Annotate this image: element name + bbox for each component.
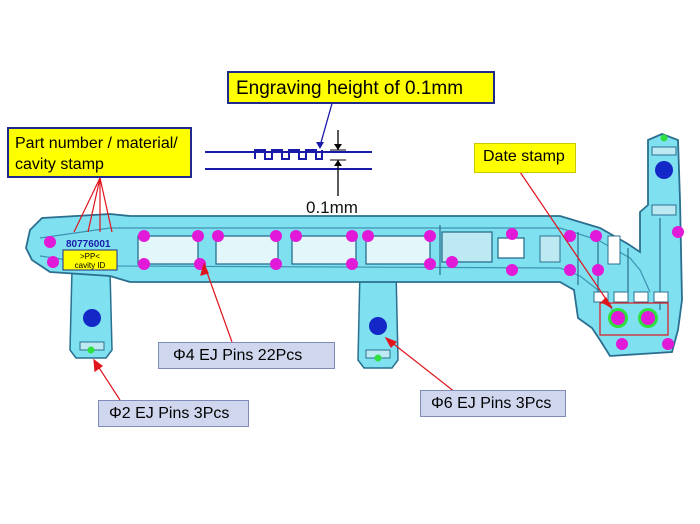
ej-pin-4mm-25 [662, 338, 674, 350]
ej-pin-2mm-2 [374, 354, 382, 362]
date-stamp-callout: Date stamp [474, 143, 576, 173]
ej-pin-4mm-20 [564, 264, 576, 276]
part-stamp-material: >PP< [80, 252, 100, 261]
date-stamp-area [599, 302, 669, 336]
square-hole [497, 237, 525, 259]
ej-pin-4mm-7 [212, 230, 224, 242]
ej-pin-4mm-10 [290, 230, 302, 242]
part-number-label-line2: cavity stamp [15, 156, 104, 173]
ej-pins-2mm-group [87, 134, 668, 362]
part-stamp-cavity: cavity ID [75, 261, 106, 270]
part-number-label-line1: Part number / material/ [15, 135, 178, 152]
ej-pin-4mm-11 [346, 230, 358, 242]
pins-4mm-callout: Φ4 EJ Pins 22Pcs [158, 342, 335, 369]
window-1 [137, 235, 199, 265]
part-stamp-area: 80776001 >PP< cavity ID [62, 239, 118, 271]
ej-pin-4mm-24 [616, 338, 628, 350]
ej-pin-4mm-23 [672, 226, 684, 238]
engraving-section-detail [205, 99, 372, 196]
ej-pin-4mm-5 [192, 230, 204, 242]
engraving-height-callout: Engraving height of 0.1mm [227, 71, 495, 104]
ej-pin-4mm-13 [362, 230, 374, 242]
engraving-dimension-label: 0.1mm [306, 198, 358, 217]
ej-pin-6mm-3 [655, 161, 673, 179]
window-3 [291, 235, 357, 265]
ej-pin-4mm-15 [424, 258, 436, 270]
ej-pin-4mm-1 [44, 236, 56, 248]
ej-pin-6mm-2 [369, 317, 387, 335]
ej-pins-6mm-group [83, 161, 673, 335]
ej-pin-4mm-22 [592, 264, 604, 276]
ej-pin-4mm-19 [564, 230, 576, 242]
ej-pin-4mm-14 [424, 230, 436, 242]
ej-pin-2mm-3 [660, 134, 668, 142]
ej-pin-4mm-21 [590, 230, 602, 242]
pins-2mm-callout: Φ2 EJ Pins 3Pcs [98, 400, 249, 427]
ej-pin-4mm-9 [270, 258, 282, 270]
pins-4mm-label: Φ4 EJ Pins 22Pcs [173, 347, 303, 364]
ej-pin-4mm-18 [506, 264, 518, 276]
pins-6mm-callout: Φ6 EJ Pins 3Pcs [420, 390, 566, 417]
ej-pin-4mm-3 [138, 230, 150, 242]
date-stamp-label: Date stamp [483, 148, 565, 165]
ej-pin-4mm-8 [270, 230, 282, 242]
ej-pins-4mm-group [44, 226, 684, 350]
ej-pin-6mm-1 [83, 309, 101, 327]
part-stamp-number: 80776001 [66, 239, 111, 250]
engraving-height-label: Engraving height of 0.1mm [236, 78, 464, 99]
pins-2mm-label: Φ2 EJ Pins 3Pcs [109, 405, 230, 422]
leader-lines [73, 171, 613, 401]
part-number-callout: Part number / material/ cavity stamp [7, 127, 192, 178]
ej-pin-2mm-1 [87, 346, 95, 354]
ej-pin-4mm-2 [47, 256, 59, 268]
ej-pin-4mm-17 [506, 228, 518, 240]
ej-pin-4mm-16 [446, 256, 458, 268]
ej-pin-4mm-12 [346, 258, 358, 270]
window-2 [215, 235, 279, 265]
window-4 [365, 235, 431, 265]
pins-6mm-label: Φ6 EJ Pins 3Pcs [431, 395, 552, 412]
ej-pin-4mm-4 [138, 258, 150, 270]
